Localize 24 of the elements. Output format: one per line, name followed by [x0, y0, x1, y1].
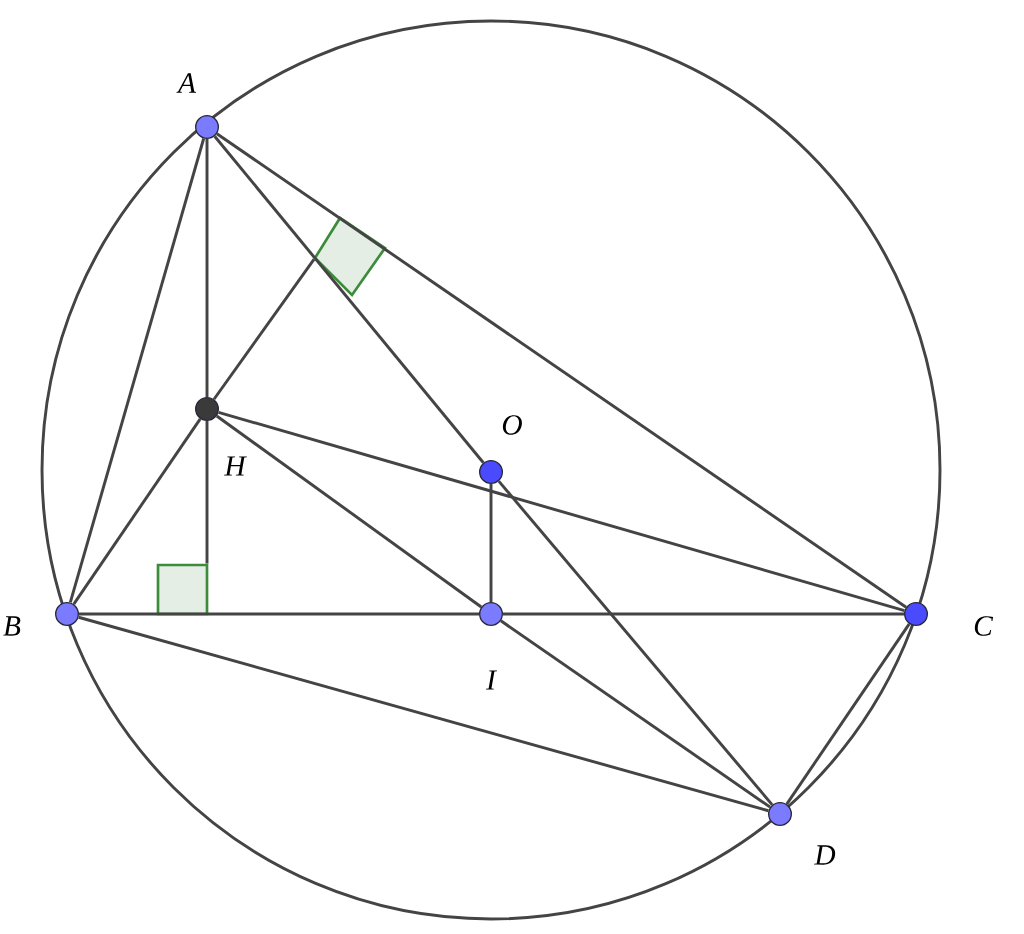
point-label: O: [502, 415, 522, 435]
segment: [72, 418, 202, 605]
point-label: A: [176, 73, 197, 93]
segment: [79, 612, 479, 616]
segment: [205, 139, 209, 397]
segment: [205, 421, 209, 564]
segment: [216, 132, 907, 609]
segment: [215, 414, 483, 609]
point-label: H: [224, 456, 247, 476]
segment: [497, 480, 774, 806]
point-label: C: [974, 616, 994, 636]
segment: [218, 410, 905, 613]
point-label: B: [3, 616, 21, 636]
segment: [78, 615, 769, 813]
segment: [212, 258, 316, 401]
segment: [500, 619, 771, 809]
segment: [489, 484, 493, 602]
right-angle-mark: [156, 563, 209, 616]
segment: [785, 623, 911, 805]
segment: [213, 135, 485, 464]
segment: [503, 612, 904, 616]
segment: [68, 138, 206, 603]
point-label: I: [486, 670, 498, 690]
point-label: D: [814, 845, 836, 865]
